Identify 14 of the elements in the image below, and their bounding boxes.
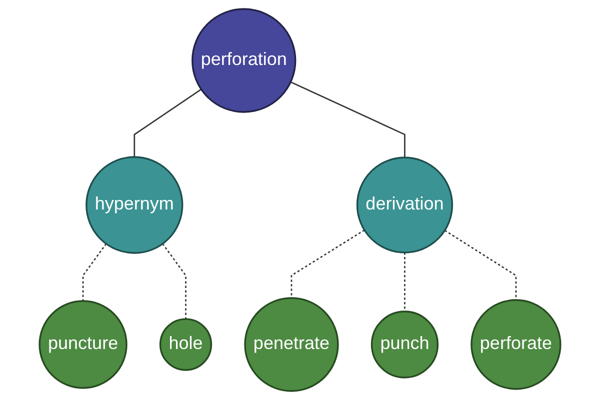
connector (162, 243, 186, 320)
node-circle: penetrate (244, 297, 339, 392)
node-circle: perforation (192, 8, 296, 113)
connector (290, 230, 365, 298)
connector (404, 252, 406, 312)
node-circle: hypernym (86, 156, 184, 254)
node-circle: punch (370, 310, 439, 378)
connector (82, 243, 107, 302)
connector (290, 81, 406, 158)
node-circle: derivation (356, 156, 454, 254)
node-circle: puncture (38, 300, 128, 389)
connector (134, 88, 202, 158)
node-circle: hole (159, 318, 212, 371)
node-circle: perforate (470, 299, 562, 390)
